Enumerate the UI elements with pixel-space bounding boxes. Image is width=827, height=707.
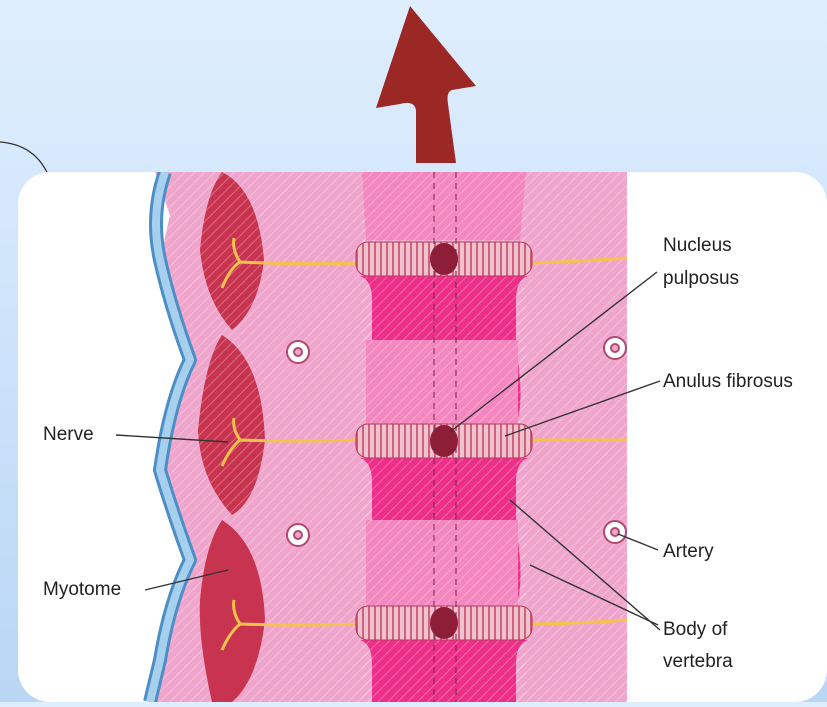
label-nerve: Nerve bbox=[43, 423, 94, 447]
label-nucleus-pulposus-line1: Nucleus bbox=[663, 234, 732, 258]
label-artery: Artery bbox=[663, 540, 714, 564]
label-nucleus-pulposus-line2: pulposus bbox=[663, 267, 739, 291]
upward-arrow bbox=[376, 6, 476, 163]
myotome-blocks bbox=[198, 172, 265, 702]
label-anulus-fibrosus: Anulus fibrosus bbox=[663, 370, 793, 394]
label-body-of-vertebra-line2: vertebra bbox=[663, 650, 733, 674]
label-myotome: Myotome bbox=[43, 578, 121, 602]
label-body-of-vertebra-line1: Body of bbox=[663, 618, 727, 642]
vertebral-column bbox=[356, 172, 532, 702]
